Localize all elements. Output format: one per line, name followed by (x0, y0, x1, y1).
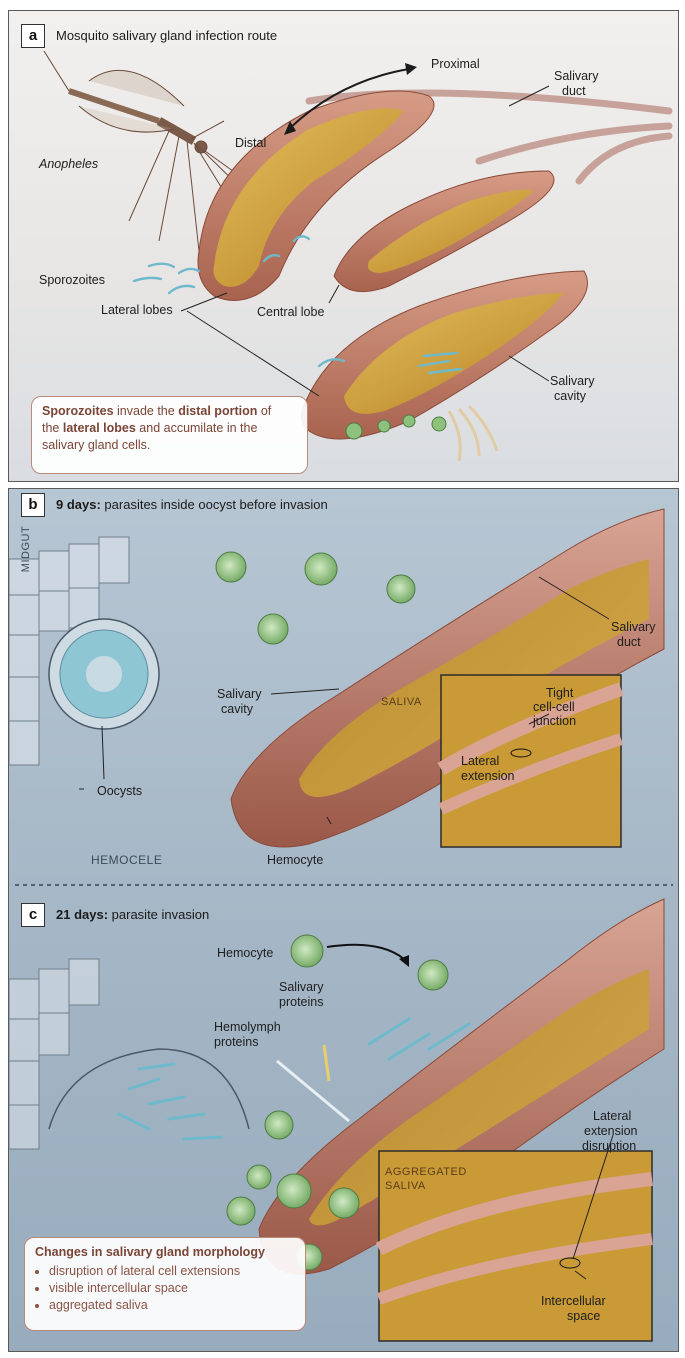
label-anopheles: Anopheles (39, 157, 99, 171)
morphology-changes-list: disruption of lateral cell extensions vi… (35, 1263, 295, 1314)
label-central-lobe: Central lobe (257, 305, 325, 319)
label-tight-line1: Tight (546, 686, 574, 700)
label-midgut: MIDGUT (20, 525, 33, 573)
list-item: aggregated saliva (49, 1297, 295, 1314)
hemocyte-arrow-head (399, 955, 409, 967)
salivary-proteins-arrow (322, 1044, 331, 1082)
leader-lines-c (572, 1134, 614, 1280)
leader-lines (180, 85, 550, 397)
inset-c (375, 1150, 653, 1342)
label-aggregated-line1: AGGREGATED (385, 1166, 467, 1178)
label-b-salivary-duct-line2: duct (617, 635, 641, 649)
label-tight-line2: cell-cell (533, 700, 575, 714)
label-intercellular-line2: space (567, 1309, 601, 1323)
panel-a: a Mosquito salivary gland infection rout… (8, 10, 679, 482)
oocyst-b (48, 618, 160, 730)
label-salivary-duct-line2: duct (562, 84, 586, 98)
lateral-lobe-upper (197, 90, 435, 301)
central-lobe (333, 170, 555, 293)
arrow-head-distal (284, 121, 296, 135)
label-lateral-extension-line1: Lateral (461, 754, 500, 768)
list-item: disruption of lateral cell extensions (49, 1263, 295, 1280)
panel-b-c: b 9 days: parasites inside oocyst before… (8, 488, 679, 1352)
panel-c-title: 21 days: parasite invasion (56, 907, 210, 922)
label-salivary-cavity-line1: Salivary (550, 374, 595, 388)
label-sporozoites: Sporozoites (39, 273, 106, 287)
panel-a-title: Mosquito salivary gland infection route (56, 28, 278, 43)
label-hemolymph-line2: proteins (214, 1035, 259, 1049)
label-b-salivary-cavity-line1: Salivary (217, 687, 262, 701)
panel-a-illustration (43, 50, 673, 462)
arrow-head-proximal (405, 63, 417, 75)
label-proximal: Proximal (431, 57, 480, 71)
label-tight-line3: junction (533, 714, 577, 728)
panel-b-c-illustration (9, 508, 673, 1342)
label-hemolymph-line1: Hemolymph (214, 1020, 281, 1034)
label-salivary-proteins-line2: proteins (279, 995, 324, 1009)
panel-c-note-title: Changes in salivary gland morphology (35, 1245, 265, 1259)
mosquito-illustration (43, 50, 255, 252)
label-aggregated-line2: SALIVA (385, 1180, 426, 1192)
label-lateral-lobes: Lateral lobes (101, 303, 173, 317)
label-b-hemocyte: Hemocyte (267, 853, 324, 867)
label-c-hemocyte: Hemocyte (217, 946, 274, 960)
hemocyte-arrow (326, 943, 405, 960)
panel-b-badge: b (21, 493, 45, 517)
leader-lines-b (79, 576, 610, 825)
sporozoites (132, 235, 463, 375)
hemocytes (345, 414, 447, 440)
distal-proximal-arrow (288, 68, 410, 130)
panel-a-note: Sporozoites invade the distal portion of… (31, 396, 308, 474)
label-lat-disruption-line2: extension (584, 1124, 638, 1138)
label-lat-disruption-line3: disruption (582, 1139, 637, 1153)
midgut-cells-c (9, 958, 100, 1150)
label-salivary-proteins-line1: Salivary (279, 980, 324, 994)
list-item: visible intercellular space (49, 1280, 295, 1297)
label-lateral-extension-line2: extension (461, 769, 515, 783)
panel-a-badge: a (21, 24, 45, 48)
label-b-salivary-cavity-line2: cavity (221, 702, 253, 716)
inset-b (437, 674, 624, 848)
label-salivary-duct-line1: Salivary (554, 69, 599, 83)
midgut-cells-b (9, 536, 130, 766)
hemolymph-arrow (276, 1059, 350, 1123)
panel-b-title: 9 days: parasites inside oocyst before i… (56, 497, 328, 512)
label-oocysts: Oocysts (97, 784, 143, 798)
label-distal: Distal (235, 136, 267, 150)
label-b-salivary-duct-line1: Salivary (611, 620, 656, 634)
label-intercellular-line1: Intercellular (541, 1294, 606, 1308)
ruptured-oocyst-c (48, 1048, 250, 1130)
panel-c-badge: c (21, 903, 45, 927)
label-saliva: SALIVA (381, 696, 422, 708)
label-lat-disruption-line1: Lateral (593, 1109, 632, 1123)
saliva-discharge (447, 404, 499, 462)
panel-c-note: Changes in salivary gland morphology dis… (24, 1237, 306, 1331)
label-salivary-cavity-line2: cavity (554, 389, 586, 403)
salivary-ducts (305, 89, 673, 185)
label-hemocele: HEMOCELE (91, 853, 163, 867)
